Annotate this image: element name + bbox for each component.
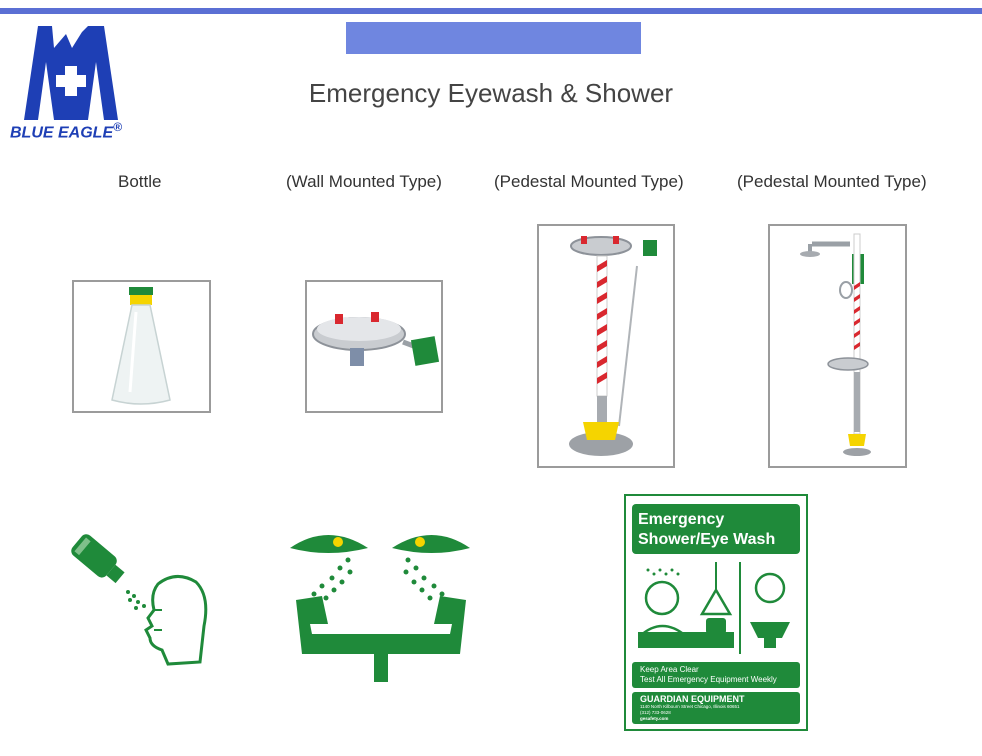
- registered-mark: ®: [113, 120, 122, 134]
- sign-illustration: [632, 562, 800, 654]
- brand-name: BLUE EAGLE®: [10, 120, 122, 142]
- caption-wall-mounted: (Wall Mounted Type): [286, 172, 442, 191]
- emergency-shower-eyewash-sign: Emergency Shower/Eye Wash Keep Area Clea…: [624, 494, 808, 731]
- sign-heading: Emergency Shower/Eye Wash: [632, 504, 800, 554]
- caption-pedestal-combination: (Pedestal Mounted Type): [737, 172, 927, 191]
- sign-company-block: GUARDIAN EQUIPMENT 1140 North Kilbourn S…: [632, 692, 800, 724]
- sign-address: 1140 North Kilbourn Street Chicago, Illi…: [640, 704, 740, 709]
- blue-eagle-logo: BLUE EAGLE®: [8, 22, 138, 147]
- eyewash-bottle-image: [72, 280, 211, 413]
- sign-heading-line1: Emergency: [638, 511, 725, 528]
- combination-shower-eyewash-image: [768, 224, 907, 468]
- eyewash-fountain-pictogram: [288, 524, 474, 684]
- sign-heading-line2: Shower/Eye Wash: [638, 531, 776, 548]
- top-accent-bar: [0, 8, 982, 14]
- bottle-eye-rinse-pictogram: [58, 530, 208, 670]
- header-tab-shape: [346, 22, 641, 54]
- sign-notice-line2: Test All Emergency Equipment Weekly: [640, 675, 777, 684]
- sign-phone: (312) 733-0628: [640, 710, 671, 715]
- sign-notice-line1: Keep Area Clear: [640, 665, 699, 674]
- sign-web: gesafety.com: [640, 716, 669, 721]
- pedestal-eyewash-image: [537, 224, 675, 468]
- page-title: Emergency Eyewash & Shower: [308, 78, 674, 108]
- sign-notice: Keep Area Clear Test All Emergency Equip…: [632, 662, 800, 688]
- wall-mounted-eyewash-image: [305, 280, 443, 413]
- caption-pedestal-eyewash: (Pedestal Mounted Type): [494, 172, 684, 191]
- caption-bottle: Bottle: [118, 172, 162, 191]
- sign-company: GUARDIAN EQUIPMENT: [640, 694, 745, 704]
